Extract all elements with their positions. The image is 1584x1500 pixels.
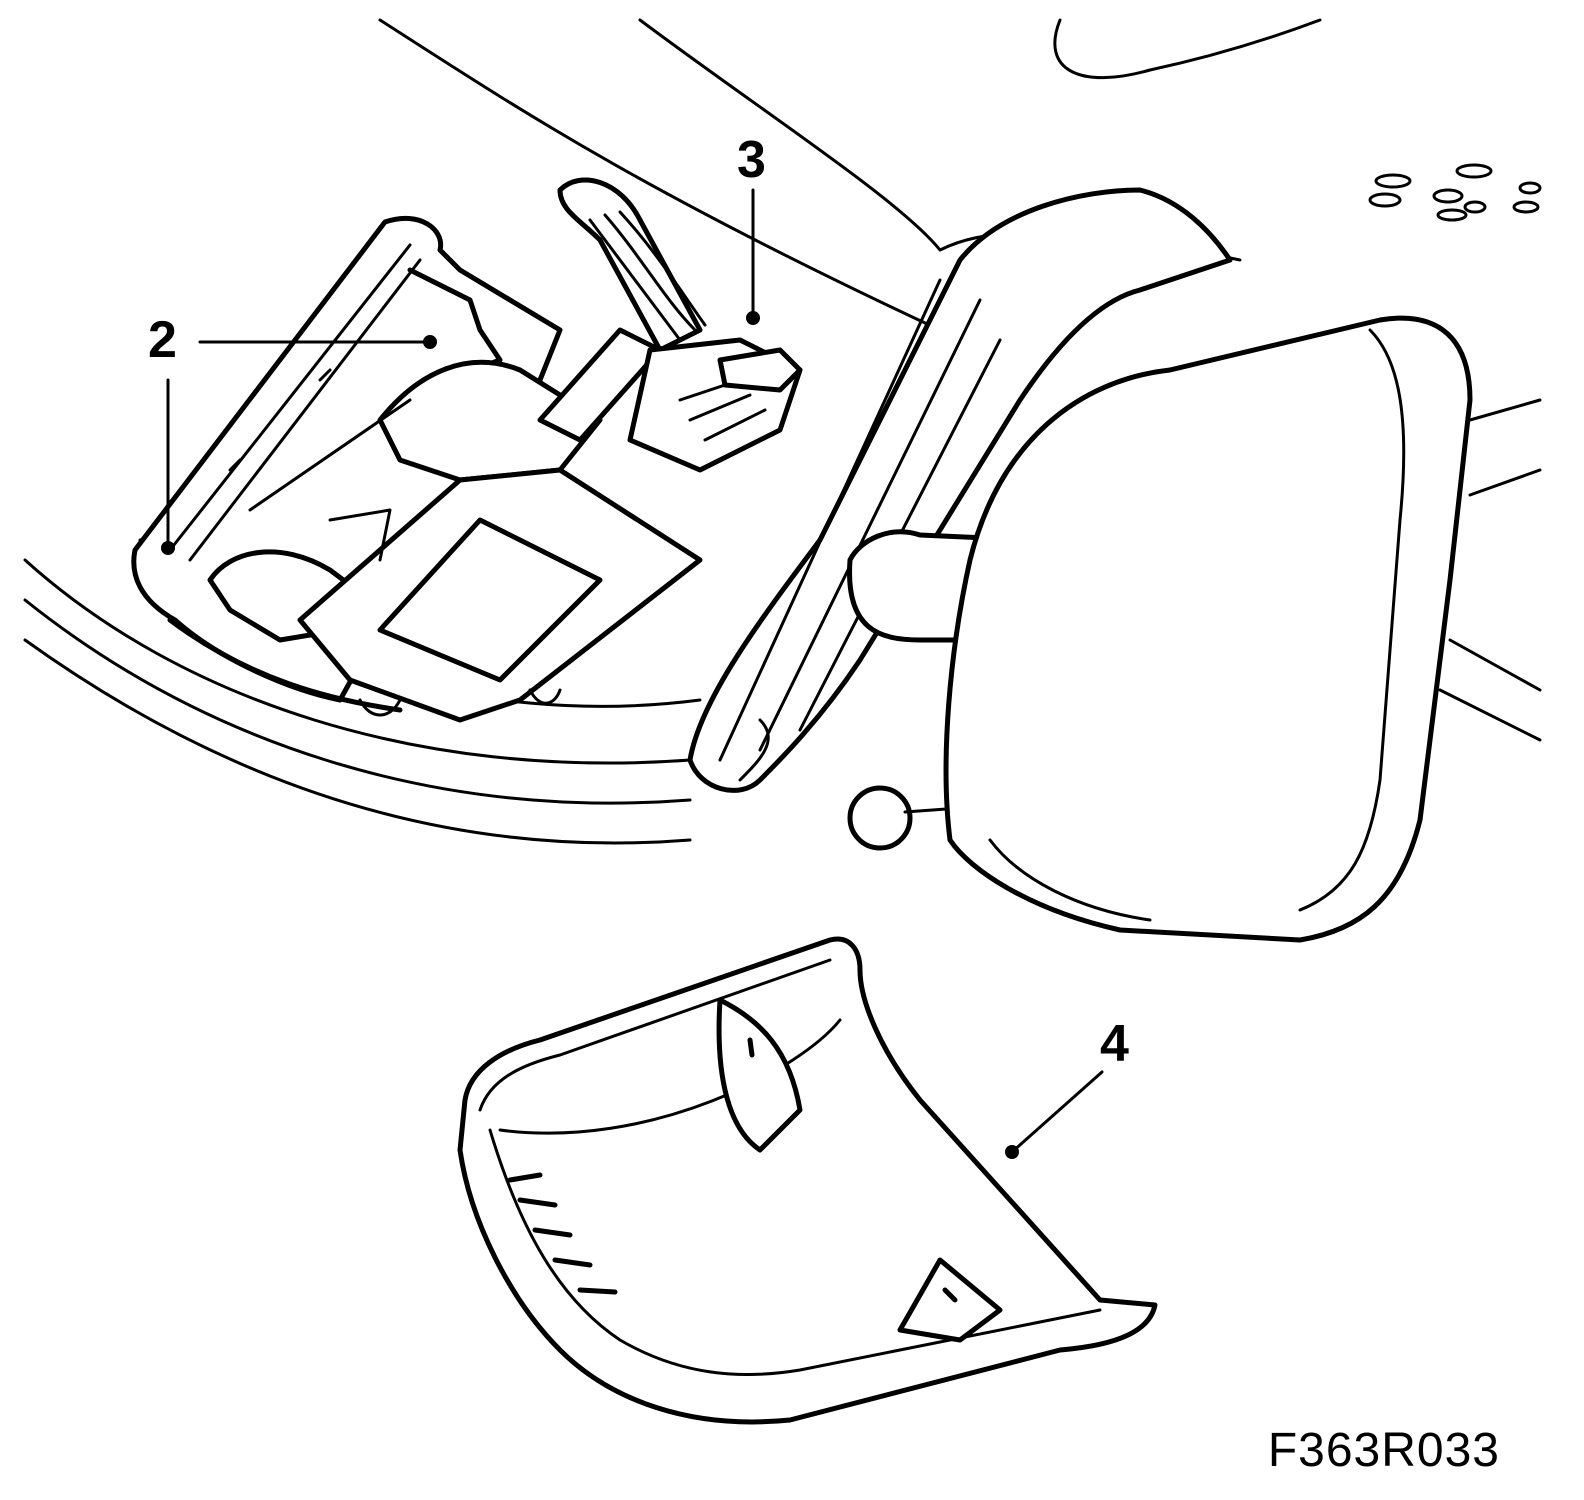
callout-3-label: 3 bbox=[737, 131, 766, 189]
mirror-bracket bbox=[687, 187, 1233, 793]
figure-id: F363R033 bbox=[1267, 1424, 1500, 1477]
mirror-cover bbox=[457, 936, 1158, 1425]
dot-pattern bbox=[1368, 163, 1542, 222]
callout-2-label: 2 bbox=[148, 311, 177, 369]
overhead-console bbox=[131, 215, 703, 723]
callout-4-label: 4 bbox=[1100, 1015, 1129, 1073]
leader-lines bbox=[161, 188, 1104, 1159]
mirror-head bbox=[943, 315, 1473, 943]
wiring-harness bbox=[537, 177, 803, 473]
